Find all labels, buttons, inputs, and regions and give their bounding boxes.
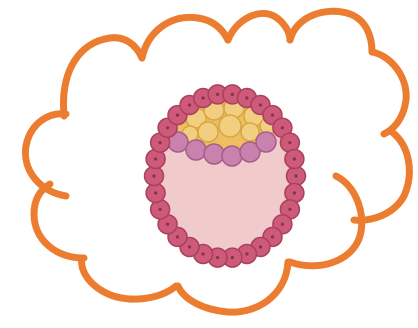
epiblast-cell bbox=[219, 115, 241, 137]
cloud-lobe-top-1 bbox=[142, 17, 228, 58]
trophectoderm-nucleus bbox=[231, 256, 234, 259]
trophectoderm-nucleus bbox=[188, 103, 191, 106]
trophectoderm-nucleus bbox=[159, 208, 162, 211]
trophectoderm-nucleus bbox=[271, 114, 274, 117]
trophectoderm-nucleus bbox=[166, 223, 169, 226]
trophectoderm-nucleus bbox=[259, 245, 262, 248]
trophectoderm-nucleus bbox=[176, 114, 179, 117]
trophectoderm-nucleus bbox=[216, 93, 219, 96]
trophectoderm-nucleus bbox=[281, 126, 284, 129]
trophectoderm-nucleus bbox=[294, 174, 297, 177]
cloud-lobe-top-3 bbox=[290, 11, 372, 52]
trophectoderm-nucleus bbox=[188, 245, 191, 248]
cloud-lobe-right-top bbox=[372, 52, 406, 134]
trophectoderm-nucleus bbox=[202, 252, 205, 255]
trophectoderm-nucleus bbox=[152, 174, 155, 177]
trophectoderm-nucleus bbox=[231, 93, 234, 96]
hypoblast-cell bbox=[256, 132, 276, 152]
trophectoderm-nucleus bbox=[259, 103, 262, 106]
hypoblast-cell bbox=[186, 140, 206, 160]
cloud-lobe-bottom-right bbox=[178, 262, 288, 312]
trophectoderm-nucleus bbox=[154, 157, 157, 160]
trophectoderm-nucleus bbox=[281, 223, 284, 226]
cloud-lobe-bottom-left bbox=[82, 258, 176, 299]
trophectoderm-nucleus bbox=[154, 191, 157, 194]
cloud-lobe-top-2 bbox=[228, 13, 290, 40]
trophectoderm-nucleus bbox=[245, 96, 248, 99]
trophectoderm-nucleus bbox=[271, 235, 274, 238]
trophectoderm-nucleus bbox=[288, 141, 291, 144]
trophectoderm-nucleus bbox=[176, 235, 179, 238]
trophectoderm-nucleus bbox=[288, 208, 291, 211]
hypoblast-cell bbox=[204, 144, 224, 164]
trophectoderm-nucleus bbox=[293, 191, 296, 194]
trophectoderm-nucleus bbox=[202, 96, 205, 99]
trophectoderm-nucleus bbox=[245, 252, 248, 255]
epiblast-cell bbox=[198, 122, 218, 142]
trophectoderm-nucleus bbox=[216, 256, 219, 259]
blastocyst-icon bbox=[145, 85, 306, 267]
cloud-lobe-left-top bbox=[63, 38, 142, 116]
trophectoderm-nucleus bbox=[166, 126, 169, 129]
hypoblast-cell bbox=[222, 146, 242, 166]
trophectoderm-nucleus bbox=[293, 157, 296, 160]
trophectoderm-nucleus bbox=[159, 141, 162, 144]
